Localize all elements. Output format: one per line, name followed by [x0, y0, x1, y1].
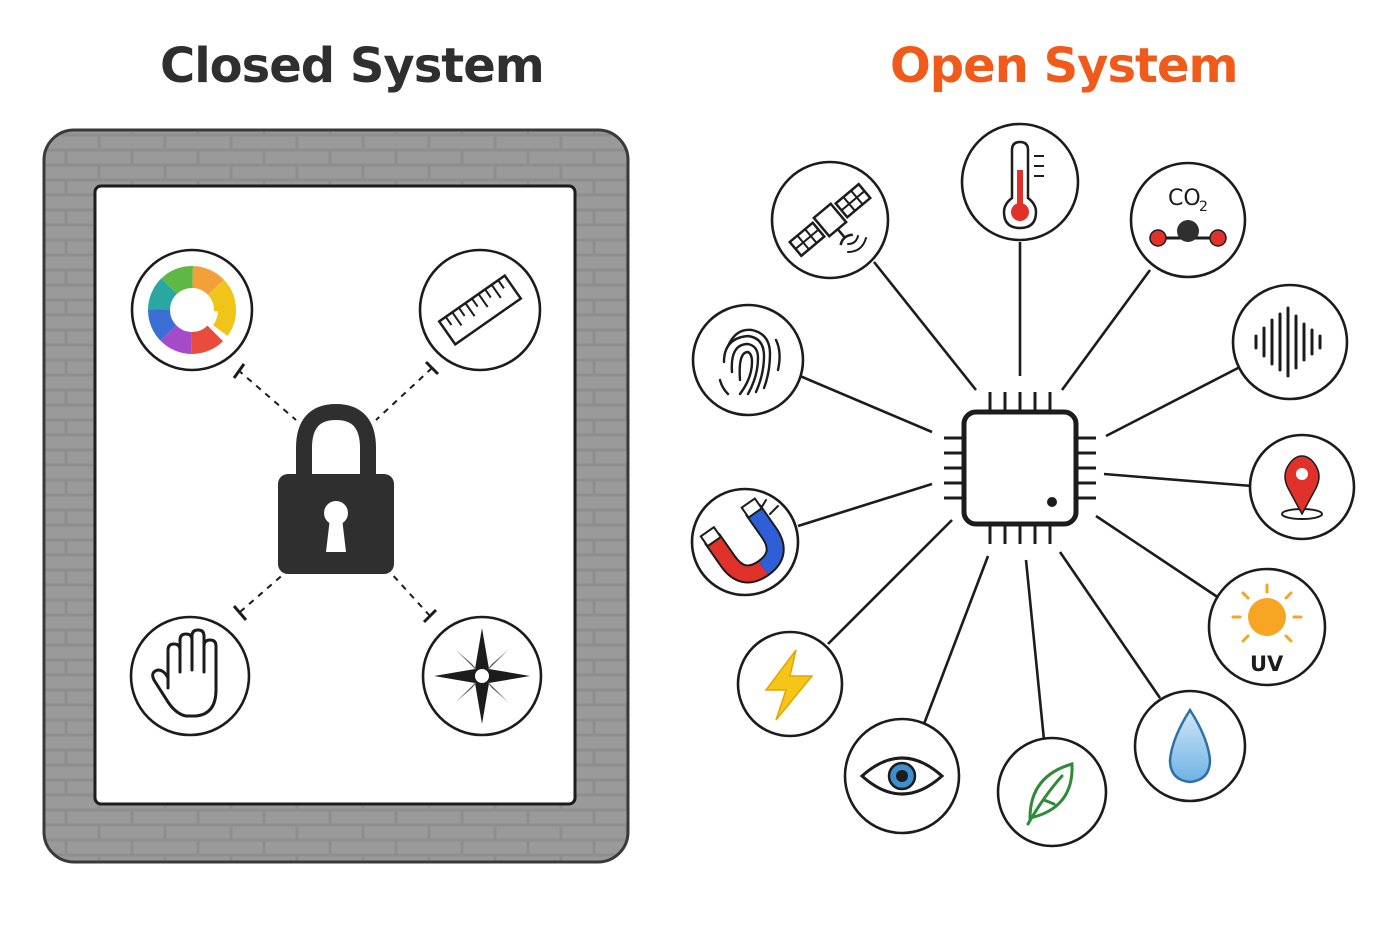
- eye-node: [843, 717, 961, 835]
- uv-sun-icon: UV: [1231, 583, 1303, 676]
- water-drop-icon: [1168, 707, 1212, 784]
- closed-system-title: Closed System: [160, 38, 545, 94]
- fingerprint-icon: [718, 328, 781, 396]
- co2-subscript: 2: [1199, 199, 1208, 215]
- sound-wave-node: [1231, 283, 1349, 401]
- co2-label: CO: [1168, 186, 1201, 211]
- padlock-icon: [278, 403, 394, 574]
- leaf-icon: [1026, 762, 1074, 826]
- compass-rose-node: [421, 615, 543, 737]
- satellite-node: [770, 160, 890, 280]
- location-node: [1248, 433, 1356, 541]
- sound-wave-icon: [1254, 306, 1322, 378]
- location-pin-icon: [1281, 455, 1323, 520]
- co2-molecule-icon: CO 2: [1149, 186, 1227, 247]
- magnet-icon: [699, 497, 785, 584]
- closed-connector-caps: [232, 360, 440, 624]
- microchip-icon: [944, 392, 1096, 544]
- compass-rose-icon: [434, 628, 530, 724]
- water-drop-node: [1133, 689, 1247, 803]
- uv-label: UV: [1250, 652, 1284, 676]
- color-wheel-node: [130, 248, 254, 372]
- thermometer-icon: [1002, 140, 1044, 230]
- eye-icon: [859, 756, 945, 796]
- ruler-icon: [437, 273, 523, 347]
- hand-icon: [151, 628, 218, 718]
- magnet-node: [690, 487, 800, 597]
- open-connectors: [797, 242, 1253, 741]
- hand-node: [129, 615, 251, 737]
- lightning-icon: [764, 649, 814, 721]
- uv-node: UV: [1207, 567, 1327, 687]
- leaf-node: [996, 736, 1108, 848]
- color-wheel-icon: [148, 266, 236, 354]
- satellite-icon: [787, 182, 873, 258]
- thermometer-node: [960, 122, 1080, 242]
- closed-connectors: [237, 367, 433, 617]
- co2-node: CO 2: [1129, 161, 1247, 279]
- open-system-title: Open System: [890, 38, 1239, 94]
- fingerprint-node: [691, 303, 805, 417]
- lightning-node: [736, 630, 844, 738]
- ruler-node: [418, 248, 542, 372]
